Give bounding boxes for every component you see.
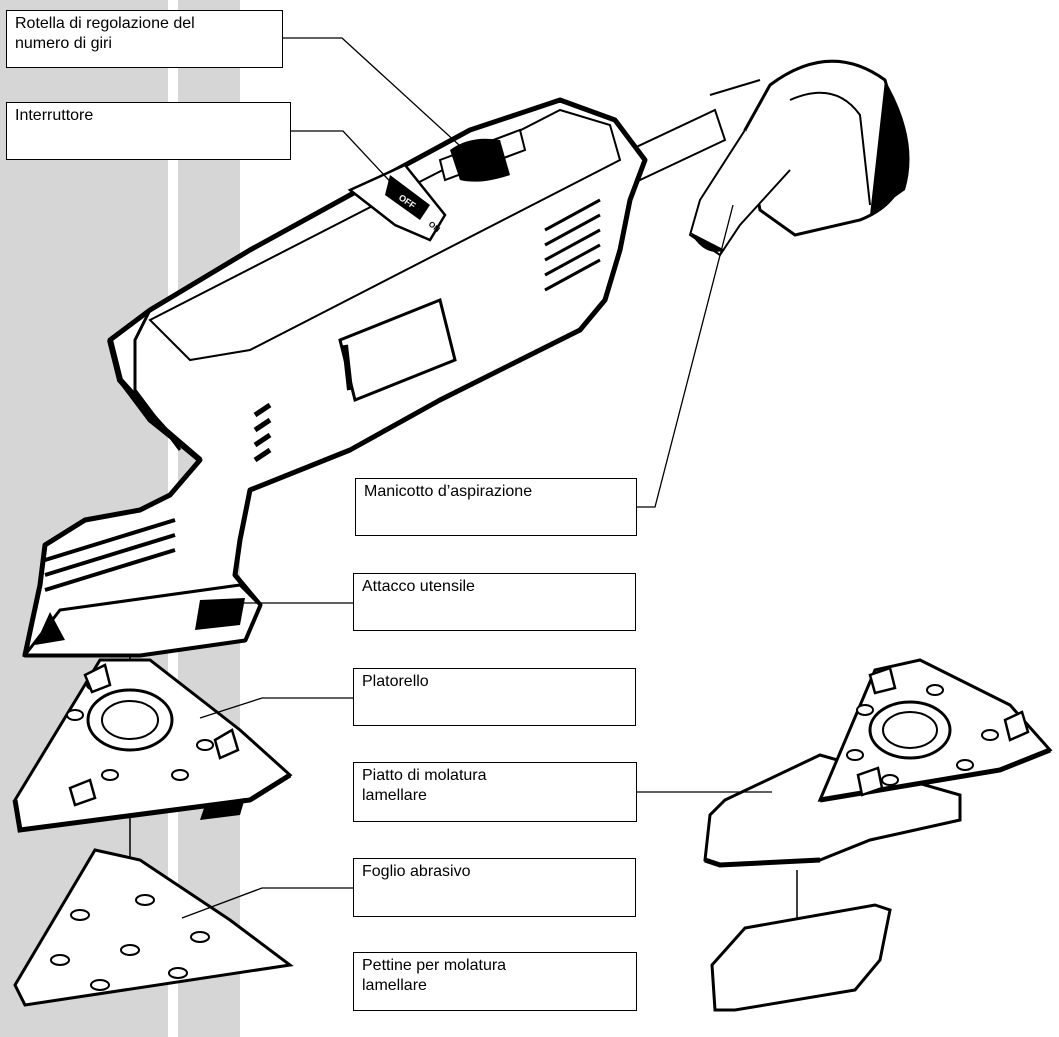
backing-pad-triangle — [12, 658, 293, 833]
leader-speed-wheel — [283, 37, 471, 156]
label-lamella-pad: Piatto di molatura lamellare — [353, 762, 637, 822]
extraction-adapter — [688, 59, 910, 257]
label-abrasive-sheet: Foglio abrasivo — [353, 858, 636, 917]
leader-extraction-port — [637, 204, 734, 508]
label-lamella-sheet: Pettine per molatura lamellare — [353, 952, 637, 1011]
on-off-switch: OFF ON — [347, 163, 447, 242]
lamella-sanding-pad — [703, 658, 1053, 868]
label-backing-pad: Platorello — [353, 668, 636, 726]
sander-body — [21, 97, 648, 658]
leader-backing-pad — [199, 697, 353, 719]
abrasive-sheet-triangle — [13, 848, 294, 1007]
leader-abrasive-sheet — [181, 887, 353, 919]
label-switch: Interruttore — [6, 102, 291, 160]
label-speed-wheel: Rotella di regolazione del numero di gir… — [6, 10, 283, 68]
leader-switch — [291, 130, 399, 191]
label-tool-holder: Attacco utensile — [353, 573, 636, 631]
lamella-sanding-sheet — [710, 903, 892, 1012]
label-extraction-port: Manicotto d’aspirazione — [355, 478, 637, 536]
